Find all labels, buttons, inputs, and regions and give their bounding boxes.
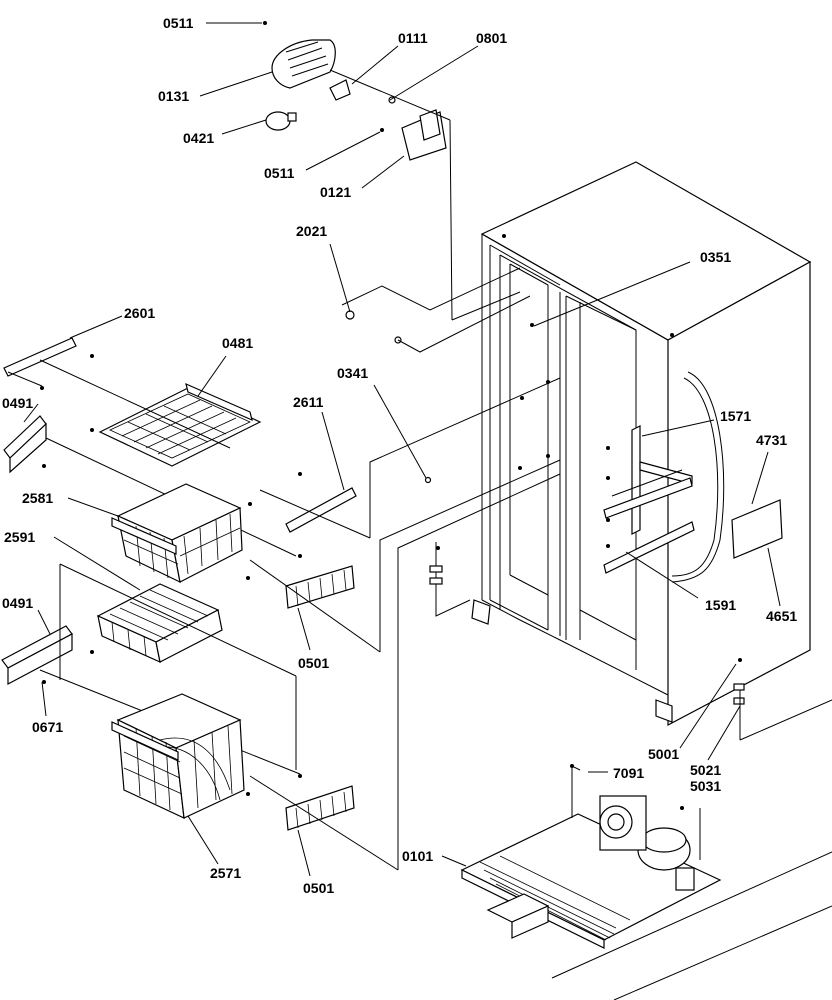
- rail-2601: [3, 337, 231, 449]
- screw-0341: [424, 476, 432, 484]
- rail-0491-lower: [1, 563, 301, 775]
- label-0491-upper: 0491: [2, 395, 33, 411]
- label-0671: 0671: [32, 719, 63, 735]
- label-0501-lower: 0501: [303, 880, 334, 896]
- cabinet: [471, 161, 812, 726]
- label-1571: 1571: [720, 408, 751, 424]
- label-7091: 7091: [613, 765, 644, 781]
- rail-0501-lower: [246, 473, 561, 871]
- label-0351: 0351: [700, 249, 731, 265]
- machine-compartment: [460, 764, 832, 1000]
- cabinet-rails: [603, 425, 695, 574]
- rail-cover-4731: [731, 499, 783, 559]
- bracket-2021: [341, 267, 531, 353]
- label-0421: 0421: [183, 130, 214, 146]
- label-2571: 2571: [210, 865, 241, 881]
- label-1591: 1591: [705, 597, 736, 613]
- callout-leaders: [23, 22, 781, 877]
- label-0121: 0121: [320, 184, 351, 200]
- label-0501-upper: 0501: [298, 655, 329, 671]
- part-labels: 0511 0111 0801 0131 0421 0511 0121 2021 …: [2, 15, 797, 896]
- shelf-0481: [98, 382, 262, 467]
- label-0131: 0131: [158, 88, 189, 104]
- label-0511-top: 0511: [163, 15, 194, 31]
- label-0801: 0801: [476, 30, 507, 46]
- label-2021: 2021: [296, 223, 327, 239]
- leveler-bracket: [429, 542, 471, 617]
- light-assembly: [263, 21, 521, 321]
- label-4651: 4651: [766, 608, 797, 624]
- label-5031: 5031: [690, 778, 721, 794]
- label-4731: 4731: [756, 432, 787, 448]
- label-0341: 0341: [337, 365, 368, 381]
- basket-2571: [111, 693, 245, 819]
- label-2591: 2591: [4, 529, 35, 545]
- label-2581: 2581: [22, 490, 53, 506]
- label-0111: 0111: [398, 30, 428, 46]
- basket-2591: [96, 583, 223, 664]
- basket-2581: [111, 483, 243, 584]
- label-0511-mid: 0511: [264, 165, 295, 181]
- label-0481: 0481: [222, 335, 253, 351]
- label-0491-lower: 0491: [2, 595, 33, 611]
- parts-5001-5021: [733, 658, 832, 741]
- label-2611: 2611: [293, 394, 324, 410]
- rail-2611: [248, 377, 561, 539]
- label-5001: 5001: [648, 746, 679, 762]
- label-2601: 2601: [124, 305, 155, 321]
- label-0101: 0101: [402, 848, 433, 864]
- label-5021: 5021: [690, 762, 721, 778]
- rail-0501-upper: [246, 459, 561, 653]
